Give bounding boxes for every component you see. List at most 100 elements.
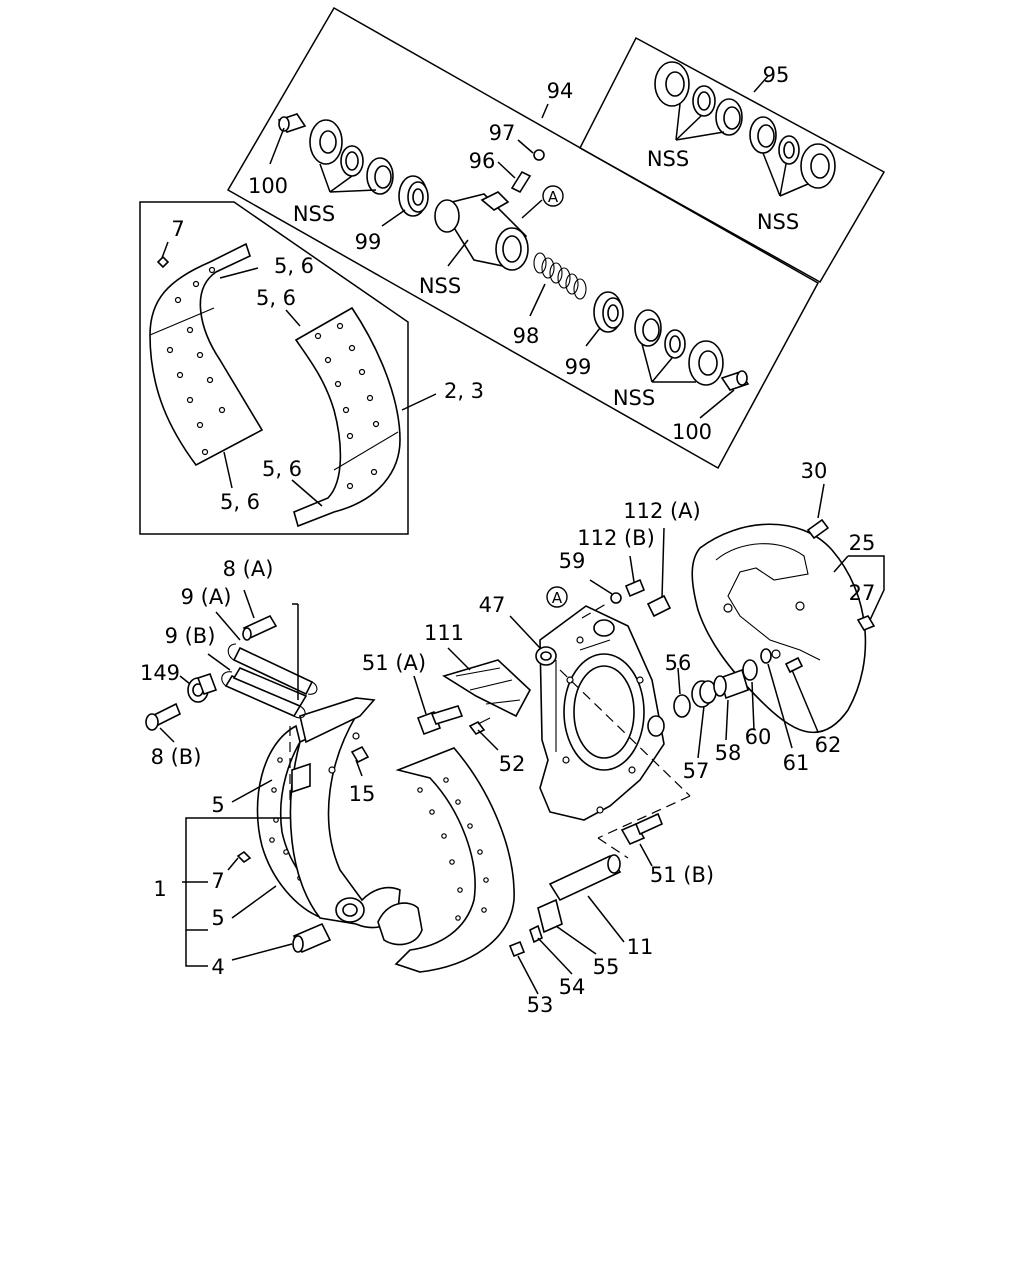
washer-61 (760, 648, 772, 664)
label-47: 47 (479, 593, 506, 617)
label-51b: 51 (B) (650, 863, 714, 887)
return-spring-9a (227, 643, 318, 696)
label-9a: 9 (A) (181, 585, 232, 609)
pin-8b (145, 702, 182, 731)
label-52: 52 (499, 752, 526, 776)
label-59: 59 (559, 549, 586, 573)
label-57: 57 (683, 759, 710, 783)
label-53: 53 (527, 993, 554, 1017)
label-15: 15 (349, 782, 376, 806)
wheel-cylinder-body (434, 191, 529, 271)
bushing-149 (187, 672, 218, 703)
label-8a: 8 (A) (223, 557, 274, 581)
bolt-51b (620, 812, 664, 846)
repair-kit-box (579, 36, 886, 284)
label-100-lower: 100 (672, 420, 712, 444)
cylinder-cup-right (634, 309, 662, 347)
label-8b: 8 (B) (151, 745, 202, 769)
label-nss-kit-left: NSS (647, 147, 689, 171)
label-62: 62 (815, 733, 842, 757)
bleeder-cap-97 (533, 149, 545, 161)
bolt-51a (416, 705, 464, 736)
seal-56 (673, 694, 691, 718)
bolt-112a (646, 594, 672, 618)
label-56-d: 5, 6 (220, 490, 260, 514)
rivet-7-lower (236, 850, 252, 864)
bleeder-screw-96 (510, 170, 532, 194)
leader-lines-shoe (159, 589, 363, 967)
bolt-59 (610, 592, 622, 604)
piston-99-lower (593, 291, 624, 333)
label-56-b: 5, 6 (256, 286, 296, 310)
label-2-3: 2, 3 (444, 379, 484, 403)
label-nss-upper-left: NSS (293, 202, 335, 226)
label-nss-body: NSS (419, 274, 461, 298)
label-5-lower: 5 (211, 906, 224, 930)
label-60: 60 (745, 725, 772, 749)
brake-lining-left (149, 242, 264, 467)
brake-shoe-web (289, 697, 401, 929)
bleeder-cap-left (277, 113, 307, 133)
spring-98 (533, 252, 587, 300)
clip-55 (537, 898, 563, 934)
label-111: 111 (424, 621, 464, 645)
bolt-30 (806, 518, 830, 540)
piston-99-upper (398, 175, 429, 217)
cylinder-boot-right (688, 340, 724, 386)
leader-lines-lining (161, 241, 437, 507)
label-7-lower: 7 (211, 869, 224, 893)
backing-plate-47 (535, 605, 665, 821)
label-99-lower: 99 (565, 355, 592, 379)
label-7-upper: 7 (171, 217, 184, 241)
label-97: 97 (489, 121, 516, 145)
bolt-112b (624, 578, 646, 598)
label-1: 1 (153, 877, 166, 901)
return-spring-9b (221, 666, 308, 719)
label-nss-kit-right: NSS (757, 210, 799, 234)
label-112b: 112 (B) (577, 526, 655, 550)
label-56-a: 5, 6 (274, 254, 314, 278)
dust-cover-111 (442, 659, 531, 718)
pin-15 (350, 745, 370, 764)
label-98: 98 (513, 324, 540, 348)
bleeder-cap-right (720, 370, 750, 391)
label-56-c: 5, 6 (262, 457, 302, 481)
label-9b: 9 (B) (165, 624, 216, 648)
brake-lining-right (293, 306, 401, 528)
label-58: 58 (715, 741, 742, 765)
label-112a: 112 (A) (623, 499, 701, 523)
label-25: 25 (849, 531, 876, 555)
kit95-parts (654, 61, 836, 189)
camshaft-11 (548, 854, 622, 902)
label-5-upper: 5 (211, 793, 224, 817)
label-56: 56 (665, 651, 692, 675)
label-100-upper: 100 (248, 174, 288, 198)
circle-a-marker-upper: A (542, 185, 564, 207)
bolt-53 (508, 940, 526, 958)
cylinder-washer-right (664, 329, 686, 359)
brake-shoe-right (377, 747, 515, 973)
label-55: 55 (593, 955, 620, 979)
svg-text:A: A (552, 589, 563, 607)
bolt-52 (468, 717, 491, 736)
cylinder-washer-left (340, 145, 364, 177)
label-30: 30 (801, 459, 828, 483)
part-labels: 94 95 97 96 100 NSS 99 NSS 98 99 NSS 100… (140, 63, 875, 1017)
spring-pin-8a (242, 614, 278, 641)
seal-57 (691, 680, 717, 708)
label-94: 94 (547, 79, 574, 103)
label-95: 95 (763, 63, 790, 87)
label-96: 96 (469, 149, 496, 173)
brake-lining-box (139, 201, 409, 535)
label-99-upper: 99 (355, 230, 382, 254)
svg-text:A: A (548, 188, 559, 206)
label-61: 61 (783, 751, 810, 775)
cylinder-cup-left (309, 119, 343, 165)
label-149: 149 (140, 661, 180, 685)
pin-62 (784, 656, 804, 674)
label-54: 54 (559, 975, 586, 999)
label-27: 27 (849, 581, 876, 605)
leader-lines-right (413, 483, 885, 995)
label-4: 4 (211, 955, 224, 979)
circle-a-marker-lower: A (546, 586, 568, 608)
